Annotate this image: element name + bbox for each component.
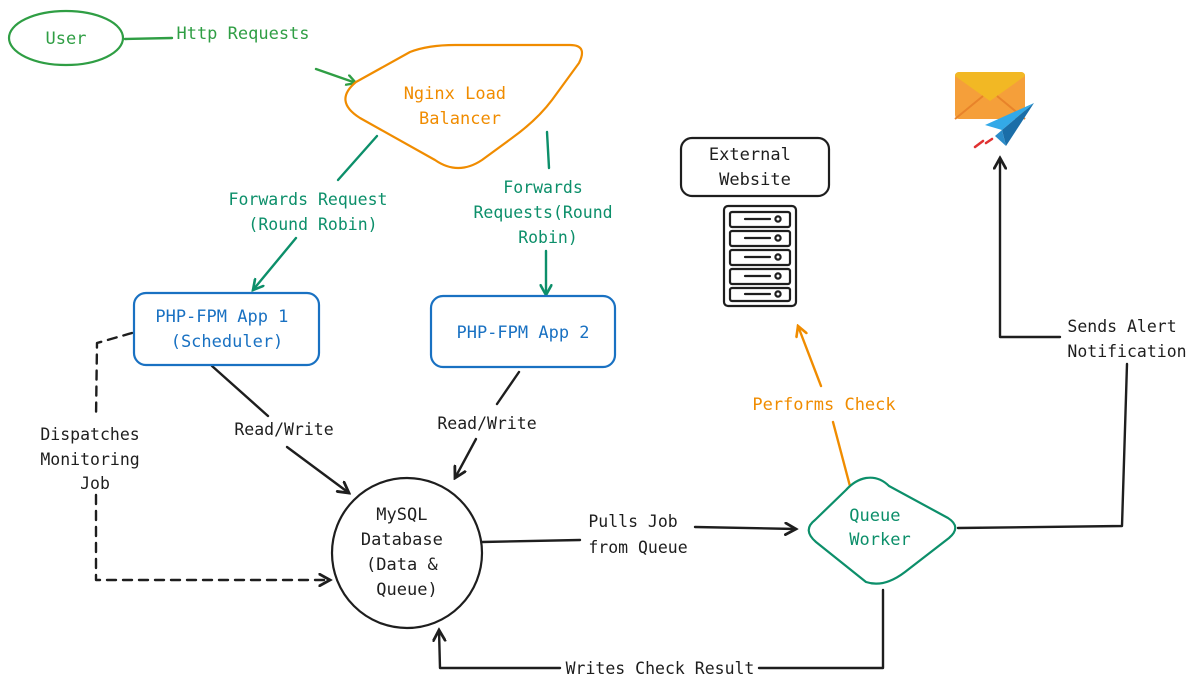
mysql-database-node[interactable]: MySQL Database (Data & Queue) [330, 476, 484, 630]
http-requests-label: Http Requests [176, 24, 309, 44]
external-website-label: External Website [709, 145, 801, 190]
edge-worker-to-external-bottom [831, 420, 853, 492]
forwards-request-label: Forwards Request (Round Robin) [229, 190, 398, 234]
edge-worker-to-notify-top [1000, 158, 1062, 339]
edge-nginx-to-app1-top [336, 134, 379, 182]
edge-worker-to-notify-bottom [956, 362, 1129, 530]
queue-worker-node[interactable]: Queue Worker [807, 476, 957, 585]
edge-nginx-to-app1-bottom [253, 236, 298, 290]
performs-check-label: Performs Check [752, 395, 895, 415]
app2-label: PHP-FPM App 2 [456, 323, 589, 343]
app1-label: PHP-FPM App 1 (Scheduler) [155, 307, 298, 352]
edge-worker-to-mysql-right [757, 588, 885, 670]
php-fpm-app2-node[interactable]: PHP-FPM App 2 [429, 294, 617, 369]
forwards-requests-label: Forwards Requests(Round Robin) [473, 178, 622, 247]
edge-dispatch-top [94, 331, 134, 420]
email-send-icon [954, 72, 1034, 149]
edge-mysql-to-worker-right [693, 527, 796, 529]
edge-worker-to-external-top [798, 326, 823, 388]
read-write-label-1: Read/Write [234, 420, 333, 439]
edge-dispatch-bottom [94, 493, 330, 580]
queue-worker-label: Queue Worker [849, 506, 910, 550]
server-rack-icon [722, 204, 798, 308]
edge-app2-to-mysql-bottom [455, 437, 478, 478]
external-website-node[interactable]: External Website [679, 136, 831, 198]
edge-http-to-nginx [314, 67, 356, 83]
edge-app1-to-mysql-top [210, 364, 270, 418]
read-write-label-2: Read/Write [437, 414, 536, 433]
writes-check-result-label: Writes Check Result [566, 659, 755, 678]
edge-mysql-to-worker-left [480, 538, 582, 544]
mysql-label: MySQL Database (Data & Queue) [361, 505, 453, 600]
user-label: User [46, 29, 87, 49]
edge-worker-to-mysql-left [439, 630, 562, 670]
user-node[interactable]: User [7, 9, 125, 67]
edge-user-line [123, 36, 174, 41]
php-fpm-app1-node[interactable]: PHP-FPM App 1 (Scheduler) [132, 291, 321, 367]
edge-app1-to-mysql-bottom [285, 445, 349, 493]
nginx-label: Nginx Load Balancer [404, 84, 517, 129]
dispatches-label: Dispatches Monitoring Job [40, 425, 149, 493]
edge-app2-to-mysql-top [495, 370, 521, 406]
pulls-job-label: Pulls Job from Queue [588, 512, 687, 557]
edge-nginx-to-app2-top [545, 130, 551, 170]
nginx-load-balancer-node[interactable]: Nginx Load Balancer [344, 43, 584, 170]
sends-alert-label: Sends Alert Notification [1067, 317, 1186, 361]
